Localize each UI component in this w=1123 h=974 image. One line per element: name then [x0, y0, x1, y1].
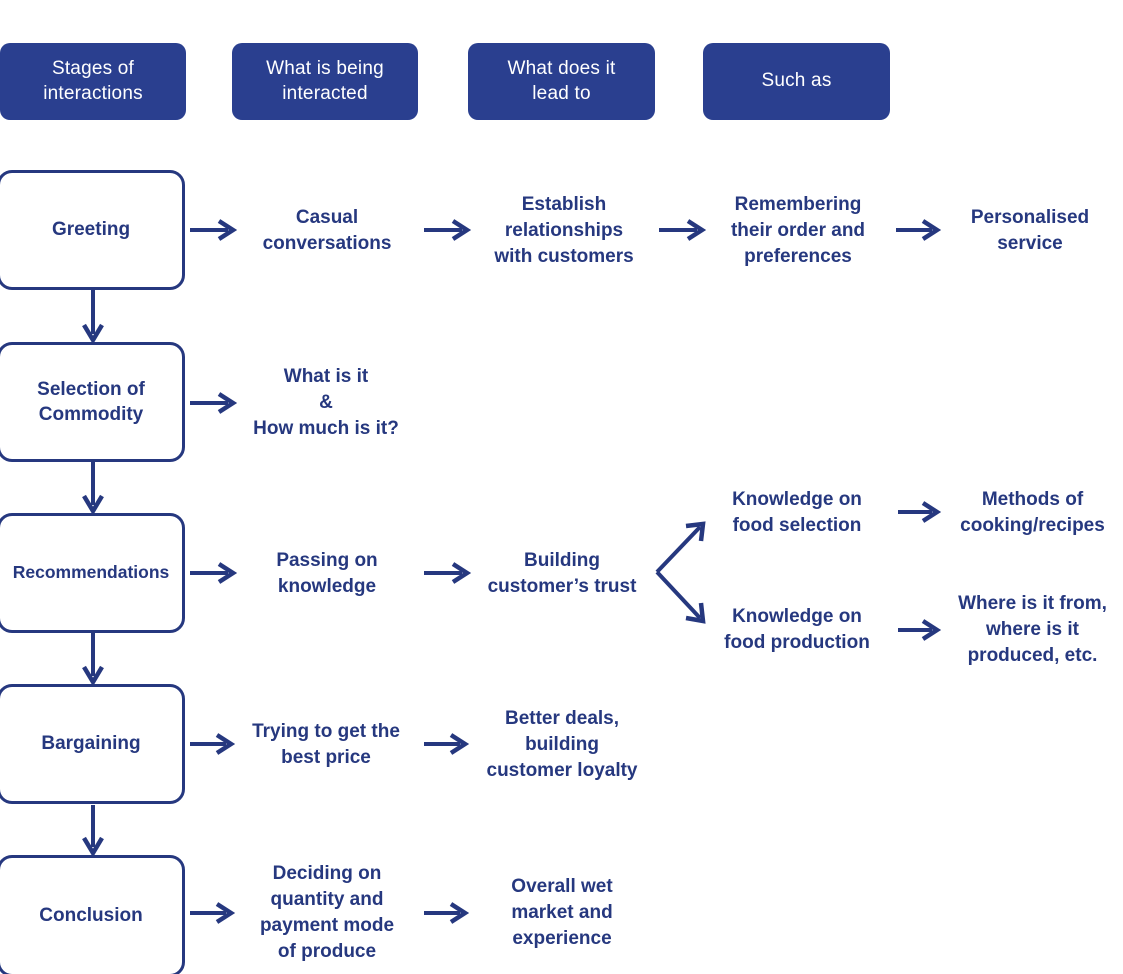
stage-box-greeting[interactable]: Greeting: [0, 170, 185, 290]
vertical-connector-recommendations-to-bargaining: [82, 633, 104, 687]
branch-fork-building-trust: [655, 521, 706, 624]
arrow-best-price-to-better-deals: [424, 733, 470, 755]
stage-box-label: Greeting: [51, 219, 131, 241]
arrow-conclusion-to-deciding: [190, 902, 236, 924]
vertical-connector-selection-to-recommendations: [82, 462, 104, 516]
arrow-food-production-to-where-from: [898, 619, 942, 641]
stage-box-label: Recommendations: [12, 562, 170, 583]
stage-box-label: Bargaining: [41, 733, 141, 755]
stage-box-recommendations[interactable]: Recommendations: [0, 513, 185, 633]
arrow-food-selection-to-methods: [898, 501, 942, 523]
header-pill-label: Such as: [761, 70, 832, 92]
stage-box-label: Conclusion: [39, 905, 143, 927]
arrow-deciding-to-overall-wet-market: [424, 902, 470, 924]
arrow-establish-to-remembering: [659, 219, 707, 241]
arrow-remembering-to-personalised: [896, 219, 942, 241]
stage-box-bargaining[interactable]: Bargaining: [0, 684, 185, 804]
text-selection-interacted: What is it&How much is it?: [253, 365, 399, 440]
arrow-bargaining-to-best-price: [190, 733, 236, 755]
stage-box-conclusion[interactable]: Conclusion: [0, 855, 185, 974]
vertical-connector-greeting-to-selection: [82, 290, 104, 345]
arrow-recommendations-to-passing-on-knowledge: [190, 562, 238, 584]
arrow-casual-to-establish: [424, 219, 472, 241]
arrow-greeting-to-casual-conversations: [190, 219, 238, 241]
arrow-passing-to-building-trust: [424, 562, 472, 584]
vertical-connector-bargaining-to-conclusion: [82, 805, 104, 858]
header-pill-such-as: Such as: [703, 43, 890, 120]
arrow-selection-to-what-is-it: [190, 392, 238, 414]
